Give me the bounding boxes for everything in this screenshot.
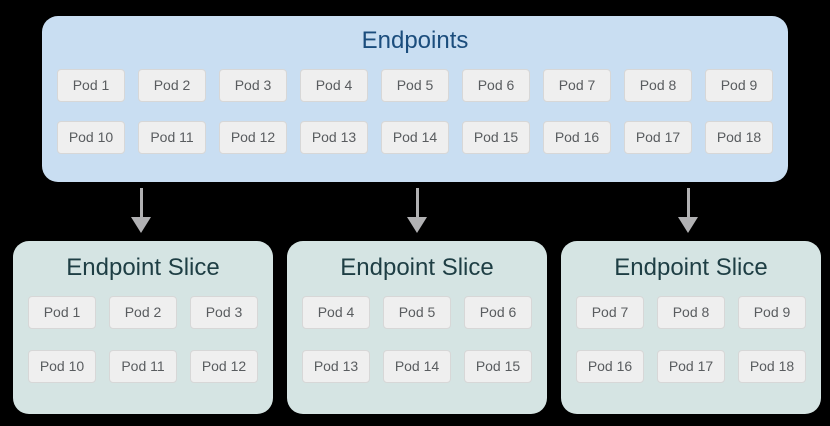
pod-chip: Pod 8 — [624, 68, 692, 102]
arrow-stem — [139, 188, 143, 218]
pod-chip: Pod 11 — [138, 120, 206, 154]
pod-chip: Pod 8 — [657, 295, 725, 329]
pod-chip: Pod 14 — [383, 349, 451, 383]
pod-chip: Pod 12 — [219, 120, 287, 154]
pod-chip: Pod 6 — [462, 68, 530, 102]
arrow-stem — [686, 188, 690, 218]
pod-chip: Pod 17 — [657, 349, 725, 383]
pod-chip: Pod 3 — [219, 68, 287, 102]
endpoint-slice-title: Endpoint Slice — [614, 254, 768, 281]
pod-chip: Pod 15 — [464, 349, 532, 383]
pod-chip: Pod 18 — [705, 120, 773, 154]
arrow-head-icon — [131, 217, 151, 233]
pod-chip: Pod 7 — [576, 295, 644, 329]
pod-chip: Pod 2 — [138, 68, 206, 102]
down-arrow-to-slice-1 — [131, 188, 151, 233]
pod-chip: Pod 10 — [28, 349, 96, 383]
pod-chip: Pod 13 — [302, 349, 370, 383]
slice-3-pod-grid: Pod 7 Pod 8 Pod 9 Pod 16 Pod 17 Pod 18 — [576, 295, 806, 383]
down-arrow-to-slice-3 — [678, 188, 698, 233]
arrow-head-icon — [407, 217, 427, 233]
endpoints-pod-grid: Pod 1 Pod 2 Pod 3 Pod 4 Pod 5 Pod 6 Pod 7 Pod 8… — [57, 68, 773, 154]
pod-chip: Pod 3 — [190, 295, 258, 329]
endpoints-box: Endpoints Pod 1 Pod 2 Pod 3 Pod 4 Pod 5 Pod 6… — [42, 16, 788, 182]
endpoint-slice-title: Endpoint Slice — [66, 254, 220, 281]
endpoint-slice-title: Endpoint Slice — [340, 254, 494, 281]
down-arrow-to-slice-2 — [407, 188, 427, 233]
pod-chip: Pod 5 — [383, 295, 451, 329]
pod-chip: Pod 4 — [302, 295, 370, 329]
pod-chip: Pod 1 — [28, 295, 96, 329]
arrow-head-icon — [678, 217, 698, 233]
pod-chip: Pod 6 — [464, 295, 532, 329]
pod-chip: Pod 15 — [462, 120, 530, 154]
pod-chip: Pod 18 — [738, 349, 806, 383]
pod-chip: Pod 9 — [738, 295, 806, 329]
endpoints-title: Endpoints — [361, 27, 469, 54]
pod-chip: Pod 7 — [543, 68, 611, 102]
pod-chip: Pod 16 — [543, 120, 611, 154]
pod-chip: Pod 9 — [705, 68, 773, 102]
pod-chip: Pod 1 — [57, 68, 125, 102]
pod-chip: Pod 11 — [109, 349, 177, 383]
pod-chip: Pod 16 — [576, 349, 644, 383]
pod-chip: Pod 4 — [300, 68, 368, 102]
pod-chip: Pod 14 — [381, 120, 449, 154]
slice-1-pod-grid: Pod 1 Pod 2 Pod 3 Pod 10 Pod 11 Pod 12 — [28, 295, 258, 383]
arrow-stem — [415, 188, 419, 218]
pod-chip: Pod 13 — [300, 120, 368, 154]
pod-chip: Pod 17 — [624, 120, 692, 154]
pod-chip: Pod 5 — [381, 68, 449, 102]
pod-chip: Pod 2 — [109, 295, 177, 329]
pod-chip: Pod 12 — [190, 349, 258, 383]
slice-2-pod-grid: Pod 4 Pod 5 Pod 6 Pod 13 Pod 14 Pod 15 — [302, 295, 532, 383]
pod-chip: Pod 10 — [57, 120, 125, 154]
